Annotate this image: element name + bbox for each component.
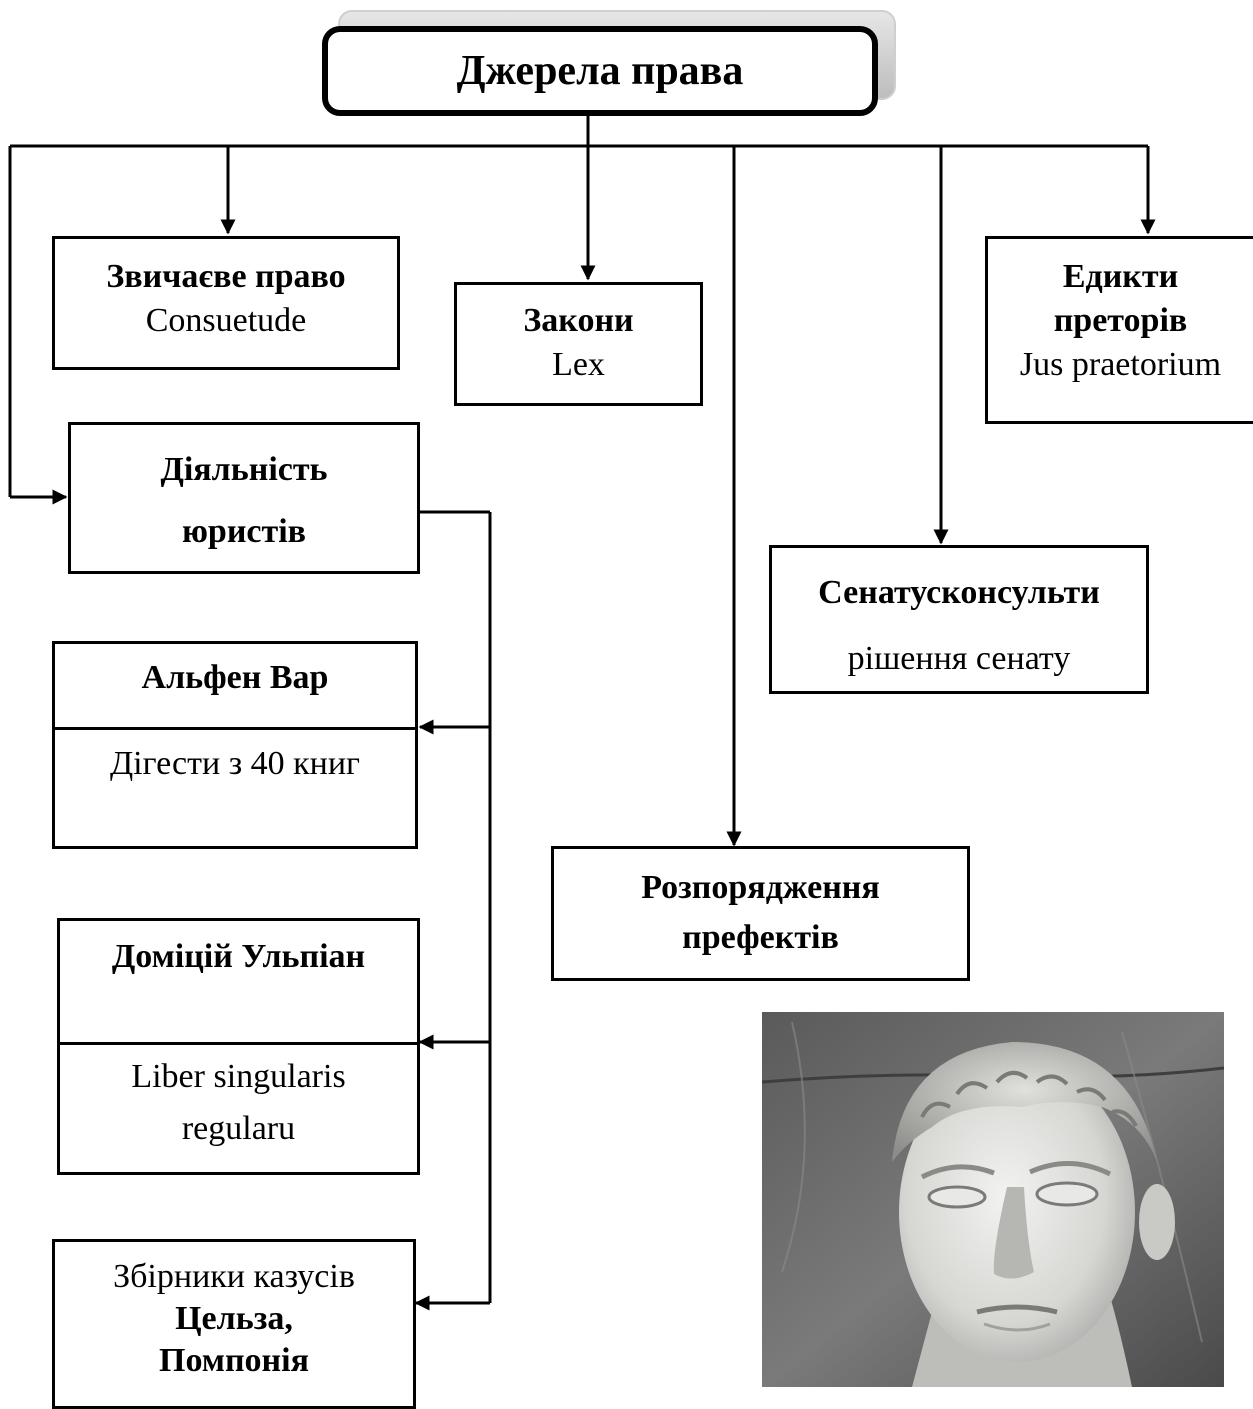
box-alfen: Альфен Вар Дігести з 40 книг: [52, 641, 418, 849]
ulpian-work-line2: regularu: [181, 1110, 296, 1147]
box-ulpian: Доміцій Ульпіан Liber singularis regular…: [57, 918, 420, 1175]
box-jurists: Діяльність юристів: [68, 422, 420, 574]
jurists-name-line1: Діяльність: [160, 451, 328, 488]
cases-line3: Помпонія: [159, 1342, 309, 1379]
alfen-name: Альфен Вар: [141, 659, 329, 696]
box-laws: Закони Lex: [454, 282, 703, 406]
box-prefects: Розпорядження префектів: [551, 846, 970, 981]
edicts-name-line2: преторів: [1053, 302, 1188, 339]
ulpian-work-line1: Liber singularis: [131, 1058, 346, 1095]
diagram-title-text: Джерела права: [456, 48, 744, 94]
portrait-image: [762, 1012, 1224, 1387]
prefects-name-line2: префектів: [682, 919, 839, 956]
box-senatus: Сенатусконсульти рішення сенату: [769, 545, 1149, 694]
cases-line2: Цельза,: [175, 1300, 293, 1337]
senatus-name: Сенатусконсульти: [818, 574, 1100, 611]
laws-latin: Lex: [552, 346, 605, 383]
ulpian-divider: [60, 1042, 417, 1045]
edicts-name-line1: Едикти: [1062, 258, 1179, 295]
ulpian-name: Доміцій Ульпіан: [111, 938, 366, 975]
alfen-work: Дігести з 40 книг: [109, 745, 360, 782]
prefects-name-line1: Розпорядження: [641, 869, 880, 906]
box-custom-law: Звичаєве право Consuetude: [52, 236, 400, 370]
box-edicts: Едикти преторів Jus praetorium: [985, 236, 1253, 424]
cases-line1: Збірники казусів: [113, 1258, 355, 1295]
custom-law-latin: Consuetude: [145, 302, 307, 339]
laws-name: Закони: [523, 302, 634, 339]
custom-law-name: Звичаєве право: [106, 258, 346, 295]
edicts-latin: Jus praetorium: [1019, 346, 1222, 383]
diagram-title: Джерела права: [322, 26, 878, 116]
jurists-name-line2: юристів: [181, 513, 307, 550]
senatus-desc: рішення сенату: [847, 640, 1071, 677]
box-cases: Збірники казусів Цельза, Помпонія: [52, 1239, 416, 1409]
alfen-divider: [55, 727, 415, 730]
